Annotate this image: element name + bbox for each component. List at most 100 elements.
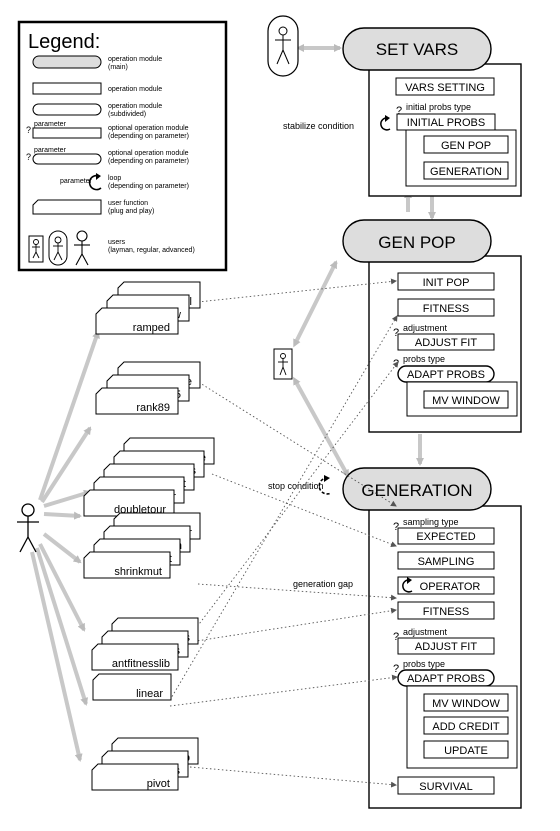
legend-item-4-line1: optional operation module: [108, 125, 189, 132]
vars-setting-label: VARS SETTING: [405, 82, 485, 94]
gen-pop-section: GEN POP INIT POP FITNESS ? adjustment AD…: [342, 219, 522, 433]
stop-condition-label: stop condition: [268, 481, 324, 491]
survival-label: SURVIVAL: [419, 781, 472, 793]
survival-box[interactable]: [397, 776, 495, 795]
legend-item-1-line1: operation module: [108, 56, 162, 63]
function-card-ramped[interactable]: [95, 307, 179, 335]
function-label-rank89: rank89: [136, 402, 170, 414]
sampling-box[interactable]: [397, 551, 495, 570]
legend-title: Legend:: [28, 31, 100, 53]
function-card-pivot[interactable]: [91, 763, 179, 791]
legend-item-8-line2: (layman, regular, advanced): [108, 247, 195, 254]
set-vars-section: SET VARS VARS SETTING stabilize conditio…: [267, 15, 522, 197]
legend-optional-rounded-shape: [32, 153, 102, 165]
question-icon: ?: [393, 521, 399, 533]
adjust-fit-label: ADJUST FIT: [415, 337, 477, 349]
function-stack-sampling: roulettesustournamentlexictourdoubletour: [83, 437, 215, 517]
adjustment-label: adjustment: [403, 323, 448, 333]
loop-icon: [318, 477, 332, 495]
adjustment-label: adjustment: [403, 627, 448, 637]
init-pop-label: INIT POP: [423, 277, 470, 289]
adjust-fit-box[interactable]: [397, 333, 495, 351]
function-label-ramped: ramped: [133, 322, 170, 334]
legend-question-icon: ?: [26, 125, 31, 135]
fitness-box[interactable]: [397, 298, 495, 317]
generation-sub-box[interactable]: [423, 161, 509, 180]
function-stack-init: fullgrowramped: [95, 281, 201, 335]
legend-main-module-shape: [32, 55, 102, 69]
set-vars-title: SET VARS: [376, 40, 459, 59]
generation-title: GENERATION: [361, 481, 472, 500]
expected-label: EXPECTED: [416, 531, 475, 543]
adapt-probs-label: ADAPT PROBS: [407, 369, 485, 381]
update-box[interactable]: [423, 740, 509, 759]
legend-item-7-line1: user function: [108, 200, 148, 207]
adapt-probs-label: ADAPT PROBS: [407, 673, 485, 685]
generation-gap-label: generation gap: [293, 579, 353, 589]
function-stack-survival: fixedpopresourcespivot: [91, 737, 199, 791]
legend-item-6-line2: (depending on parameter): [108, 183, 189, 190]
legend-param-label-1: parameter: [34, 121, 67, 128]
function-stack-operator: crossovermutationswapmutshrinkmut: [83, 512, 201, 579]
gen-pop-sub-label: GEN POP: [441, 140, 491, 152]
stabilize-condition-label: stabilize condition: [283, 121, 354, 131]
initial-probs-type-label: initial probs type: [406, 102, 471, 112]
fitness-label: FITNESS: [423, 303, 469, 315]
legend-user-function-shape: [32, 199, 102, 215]
function-stack-fitness: regfitnessantfitnessantfitnesslib: [91, 617, 199, 671]
legend-optional-rect-shape: [32, 127, 102, 139]
legend-item-5-line2: (depending on parameter): [108, 158, 189, 165]
legend: Legend: operation module (main) operatio…: [17, 20, 228, 272]
gen-pop-module[interactable]: [342, 219, 492, 263]
loop-arrowhead-icon: [407, 577, 412, 584]
question-icon: ?: [393, 663, 399, 675]
gen-pop-sub-box[interactable]: [423, 135, 509, 154]
legend-item-2-line1: operation module: [108, 86, 162, 93]
generation-section: GENERATION stop condition ? sampling typ…: [268, 467, 522, 809]
function-card-linear[interactable]: [92, 673, 172, 701]
mv-window-label: MV WINDOW: [432, 395, 500, 407]
sampling-type-label: sampling type: [403, 517, 459, 527]
add-credit-label: ADD CREDIT: [432, 721, 500, 733]
main-flow-arrows: [30, 44, 436, 762]
legend-question-icon: ?: [26, 152, 31, 162]
function-card-rank89[interactable]: [95, 387, 179, 415]
function-stack-adjust: absoluterank85rank89: [95, 361, 201, 415]
fitness-label: FITNESS: [423, 606, 469, 618]
update-label: UPDATE: [444, 745, 488, 757]
adjust-fit-box[interactable]: [397, 637, 495, 655]
legend-item-6-line1: loop: [108, 175, 121, 182]
advanced-user-icon: [17, 503, 39, 553]
legend-param-label-3: parameter: [60, 178, 93, 185]
function-card-antfitnesslib[interactable]: [91, 643, 179, 671]
expected-box[interactable]: [397, 527, 495, 545]
user-function-stacks: fullgrowramped absoluterank85rank89 roulet…: [83, 281, 215, 791]
fitness-box[interactable]: [397, 601, 495, 620]
function-label-shrinkmut: shrinkmut: [114, 566, 162, 578]
legend-item-5-line1: optional operation module: [108, 150, 189, 157]
function-card-shrinkmut[interactable]: [83, 551, 171, 579]
legend-param-label-2: parameter: [34, 147, 67, 154]
sampling-label: SAMPLING: [418, 556, 475, 568]
adjust-fit-label: ADJUST FIT: [415, 641, 477, 653]
function-label-linear: linear: [136, 688, 163, 700]
add-credit-box[interactable]: [423, 716, 509, 735]
mv-window-box[interactable]: [423, 693, 509, 712]
function-label-antfitnesslib: antfitnesslib: [112, 658, 170, 670]
question-icon: ?: [393, 327, 399, 339]
mv-window-box[interactable]: [423, 390, 509, 409]
vars-setting-box[interactable]: [395, 77, 495, 96]
loop-icon: [88, 174, 102, 191]
legend-item-4-line2: (depending on parameter): [108, 133, 189, 140]
init-pop-box[interactable]: [397, 272, 495, 291]
user-figure-icon: [275, 26, 291, 65]
operator-box[interactable]: [397, 576, 495, 595]
legend-subdivided-shape: [32, 103, 102, 116]
legend-item-1-line2: (main): [108, 64, 128, 71]
probs-type-label: probs type: [403, 354, 445, 364]
legend-item-3-line1: operation module: [108, 103, 162, 110]
generation-module[interactable]: [342, 467, 492, 511]
dotted-connections: [169, 278, 399, 788]
loop-arrowhead-icon: [324, 475, 330, 482]
set-vars-module[interactable]: [342, 27, 492, 71]
